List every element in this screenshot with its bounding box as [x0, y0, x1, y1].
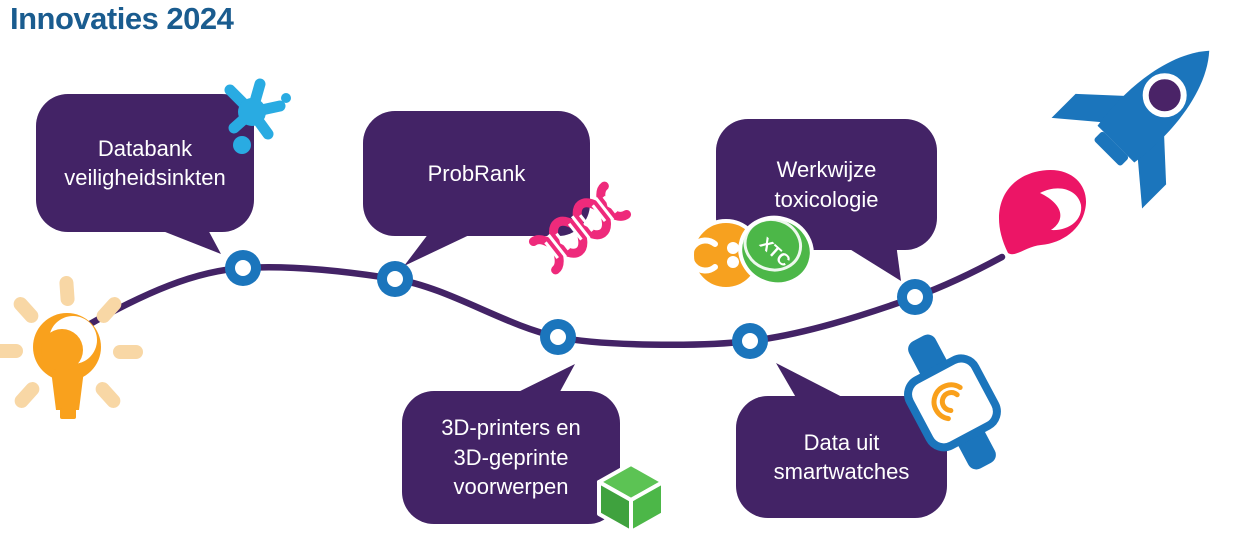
lightbulb-icon	[0, 276, 143, 419]
bubble-label: 3D-printers en	[441, 415, 581, 441]
watch-activity-arcs	[931, 382, 963, 422]
bubble-label: 3D-geprinte	[453, 444, 569, 470]
bubble-label: voorwerpen	[453, 474, 569, 500]
bubble-tail	[504, 364, 575, 399]
bubble-label: Data uit	[803, 429, 880, 455]
bubble-label: veiligheidsinkten	[64, 165, 226, 190]
bubble-label: toxicologie	[774, 186, 879, 212]
bubble-tail	[404, 229, 482, 266]
lightbulb-rays	[0, 276, 143, 408]
smartwatch-icon	[904, 334, 1001, 470]
bubble-label: Werkwijze	[776, 157, 877, 183]
page-title: Innovaties 2024	[10, 1, 234, 36]
rocket-flame-icon	[998, 169, 1087, 255]
bubble-label: Databank	[97, 135, 193, 161]
timeline-node	[377, 261, 413, 297]
bubble-data-uit-smartwatches: Data uit smartwatches	[736, 396, 947, 518]
bubble-label: smartwatches	[773, 459, 910, 484]
rocket-icon	[998, 50, 1210, 255]
bubble-tails	[150, 226, 901, 401]
xtc-pills-icon: XTC	[687, 215, 814, 291]
bubble-tail	[150, 226, 221, 254]
timeline-node	[732, 323, 768, 359]
timeline-node	[897, 279, 933, 315]
timeline-node	[225, 250, 261, 286]
rocket-window	[1142, 73, 1187, 118]
bubble-databank-veiligheidsinkten: Databank veiligheidsinkten	[36, 94, 254, 232]
rocket-body	[1051, 50, 1210, 209]
bubble-3d-printers: 3D-printers en 3D-geprinte voorwerpen	[402, 391, 620, 524]
bubble-tail	[776, 363, 850, 401]
green-pill-icon: XTC	[738, 215, 814, 287]
timeline-nodes	[225, 250, 933, 359]
ink-splash-icon	[224, 78, 291, 154]
bubble-label: ProbRank	[427, 160, 526, 186]
dna-helix-icon	[528, 181, 632, 275]
3d-cube-icon	[597, 462, 665, 534]
timeline-node	[540, 319, 576, 355]
bubble-probrank: ProbRank	[363, 111, 590, 236]
